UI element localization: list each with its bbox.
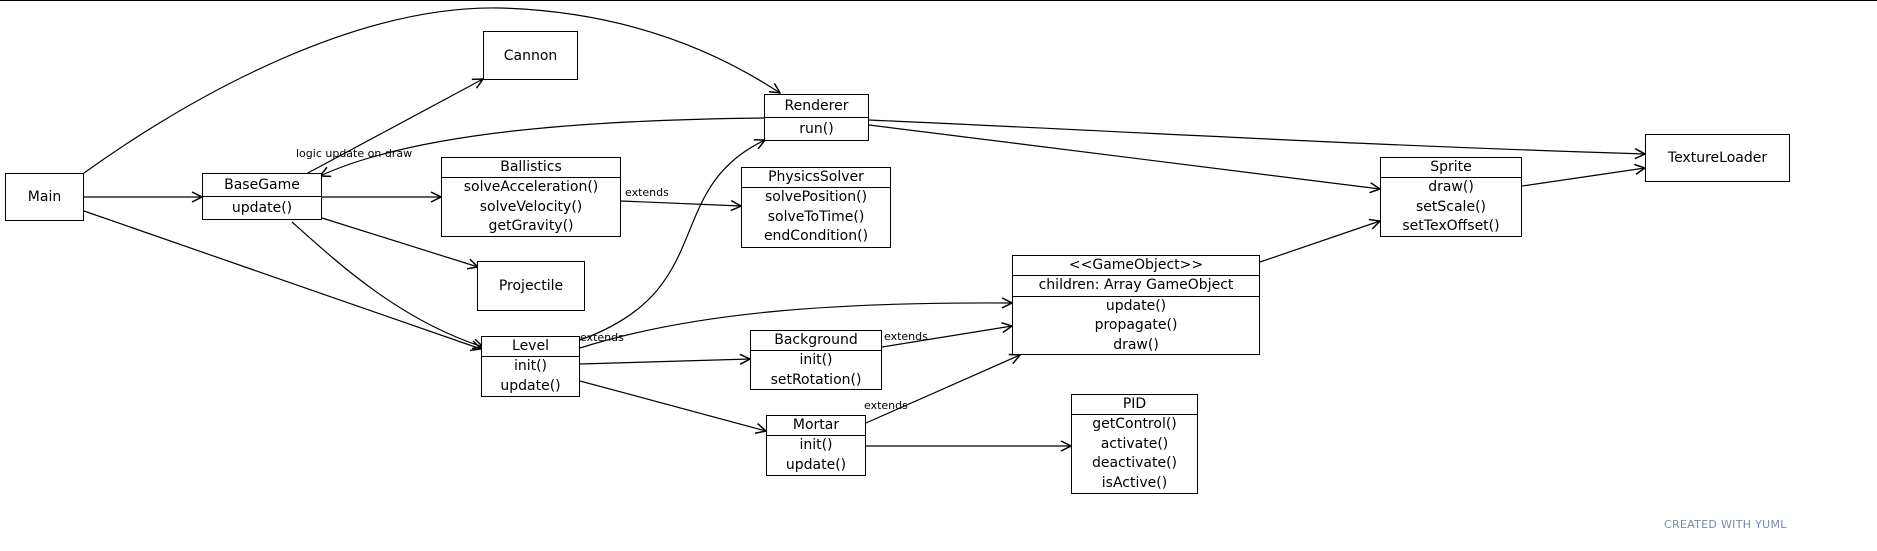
top-border-line [0, 0, 1877, 1]
class-physicssolver-title: PhysicsSolver [742, 168, 890, 188]
class-mortar-title: Mortar [767, 416, 865, 436]
class-ballistics[interactable]: Ballistics solveAcceleration() solveVelo… [441, 157, 621, 237]
method-physicssolver-2: endCondition() [763, 228, 869, 244]
gameobject-methods: update() propagate() draw() [1013, 297, 1259, 356]
edge-gameobject-sprite [1259, 221, 1380, 263]
edge-basegame-level [291, 221, 483, 347]
edge-renderer-sprite [868, 124, 1380, 189]
class-level[interactable]: Level init() update() [481, 336, 580, 397]
method-ballistics-2: getGravity() [488, 218, 574, 234]
class-renderer[interactable]: Renderer run() [764, 94, 869, 141]
class-textureloader[interactable]: TextureLoader [1645, 134, 1790, 182]
edge-mortar-gameobject [865, 355, 1020, 424]
class-main-title: Main [27, 189, 62, 205]
class-renderer-title: Renderer [765, 95, 868, 118]
class-cannon-title: Cannon [503, 47, 558, 64]
class-projectile-title: Projectile [498, 278, 564, 294]
edge-basegame-cannon [305, 79, 483, 175]
edge-ballistics-physicssolver [620, 201, 741, 206]
edge-sprite-textureloader [1521, 168, 1645, 187]
edge-renderer-textureloader [868, 119, 1645, 154]
method-gameobject-draw: draw() [1113, 336, 1159, 353]
method-background-setrotation: setRotation() [770, 371, 862, 388]
class-textureloader-title: TextureLoader [1667, 150, 1768, 166]
method-mortar-update: update() [785, 456, 847, 473]
method-mortar-init: init() [799, 437, 833, 453]
method-ballistics-1: solveVelocity() [479, 198, 583, 215]
method-pid-3: isActive() [1101, 474, 1168, 491]
class-main[interactable]: Main [5, 173, 84, 221]
method-level-init: init() [513, 358, 548, 374]
credit-text: CREATED WITH YUML [1664, 518, 1787, 531]
edge-label-extends-ballistics: extends [625, 186, 669, 199]
edge-label-logic-update: logic update on draw [296, 147, 413, 160]
class-pid-title: PID [1072, 395, 1197, 415]
class-sprite-title: Sprite [1381, 158, 1521, 178]
method-physicssolver-0: solvePosition() [764, 189, 868, 205]
method-gameobject-update: update() [1105, 297, 1167, 314]
edge-label-extends-mortar: extends [864, 399, 908, 412]
method-pid-0: getControl() [1092, 416, 1177, 432]
class-basegame-title: BaseGame [203, 174, 321, 197]
method-pid-2: deactivate() [1091, 455, 1178, 471]
method-physicssolver-1: solveToTime() [767, 208, 865, 225]
class-basegame[interactable]: BaseGame update() [202, 173, 322, 220]
class-physicssolver[interactable]: PhysicsSolver solvePosition() solveToTim… [741, 167, 891, 248]
class-ballistics-title: Ballistics [442, 158, 620, 178]
class-pid[interactable]: PID getControl() activate() deactivate()… [1071, 394, 1198, 494]
edge-main-level [83, 210, 481, 349]
class-gameobject[interactable]: <<GameObject>> children: Array GameObjec… [1012, 255, 1260, 355]
edge-label-extends-background: extends [884, 330, 928, 343]
class-cannon[interactable]: Cannon [483, 31, 578, 80]
method-level-update: update() [500, 377, 561, 394]
edge-renderer-basegame [320, 117, 765, 176]
class-projectile[interactable]: Projectile [477, 261, 585, 311]
edge-level-renderer [579, 140, 765, 341]
class-level-title: Level [482, 337, 579, 357]
method-background-init: init() [799, 352, 833, 368]
edge-label-extends-level: extends [580, 331, 624, 344]
method-sprite-0: draw() [1428, 179, 1474, 195]
class-background[interactable]: Background init() setRotation() [750, 330, 882, 390]
edge-main-renderer [83, 7, 780, 174]
class-background-title: Background [751, 331, 881, 351]
gameobject-fields: children: Array GameObject [1013, 276, 1259, 297]
method-gameobject-propagate: propagate() [1094, 317, 1178, 333]
method-basegame-update: update() [231, 200, 293, 216]
edge-level-mortar [579, 380, 766, 431]
method-pid-1: activate() [1100, 435, 1169, 452]
method-sprite-2: setTexOffset() [1402, 218, 1500, 234]
class-mortar[interactable]: Mortar init() update() [766, 415, 866, 476]
edge-level-background [579, 359, 750, 364]
class-sprite[interactable]: Sprite draw() setScale() setTexOffset() [1380, 157, 1522, 237]
method-sprite-1: setScale() [1416, 198, 1486, 215]
method-ballistics-0: solveAcceleration() [463, 179, 599, 195]
edge-background-gameobject [881, 326, 1012, 348]
method-renderer-run: run() [799, 121, 834, 137]
edge-basegame-projectile [321, 217, 478, 267]
field-gameobject-children: children: Array GameObject [1038, 277, 1234, 293]
edge-level-gameobject [579, 303, 1012, 349]
class-gameobject-title: <<GameObject>> [1013, 256, 1259, 276]
